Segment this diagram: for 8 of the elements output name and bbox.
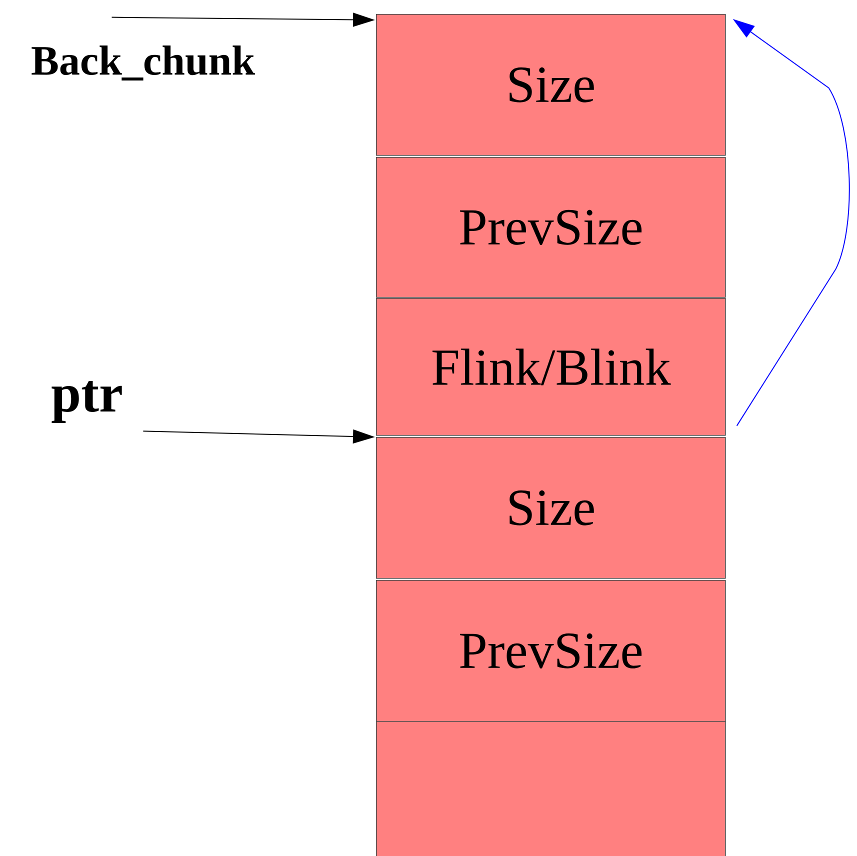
pointer-label: Back_chunk (32, 46, 255, 80)
memory-cell (376, 721, 726, 856)
memory-cell: Size (376, 437, 726, 579)
pointer-label: ptr (52, 381, 122, 423)
memory-cell: PrevSize (376, 157, 726, 298)
memory-cell: Size (376, 14, 726, 156)
memory-cell: PrevSize (376, 580, 726, 722)
memory-cell: Flink/Blink (376, 298, 726, 436)
